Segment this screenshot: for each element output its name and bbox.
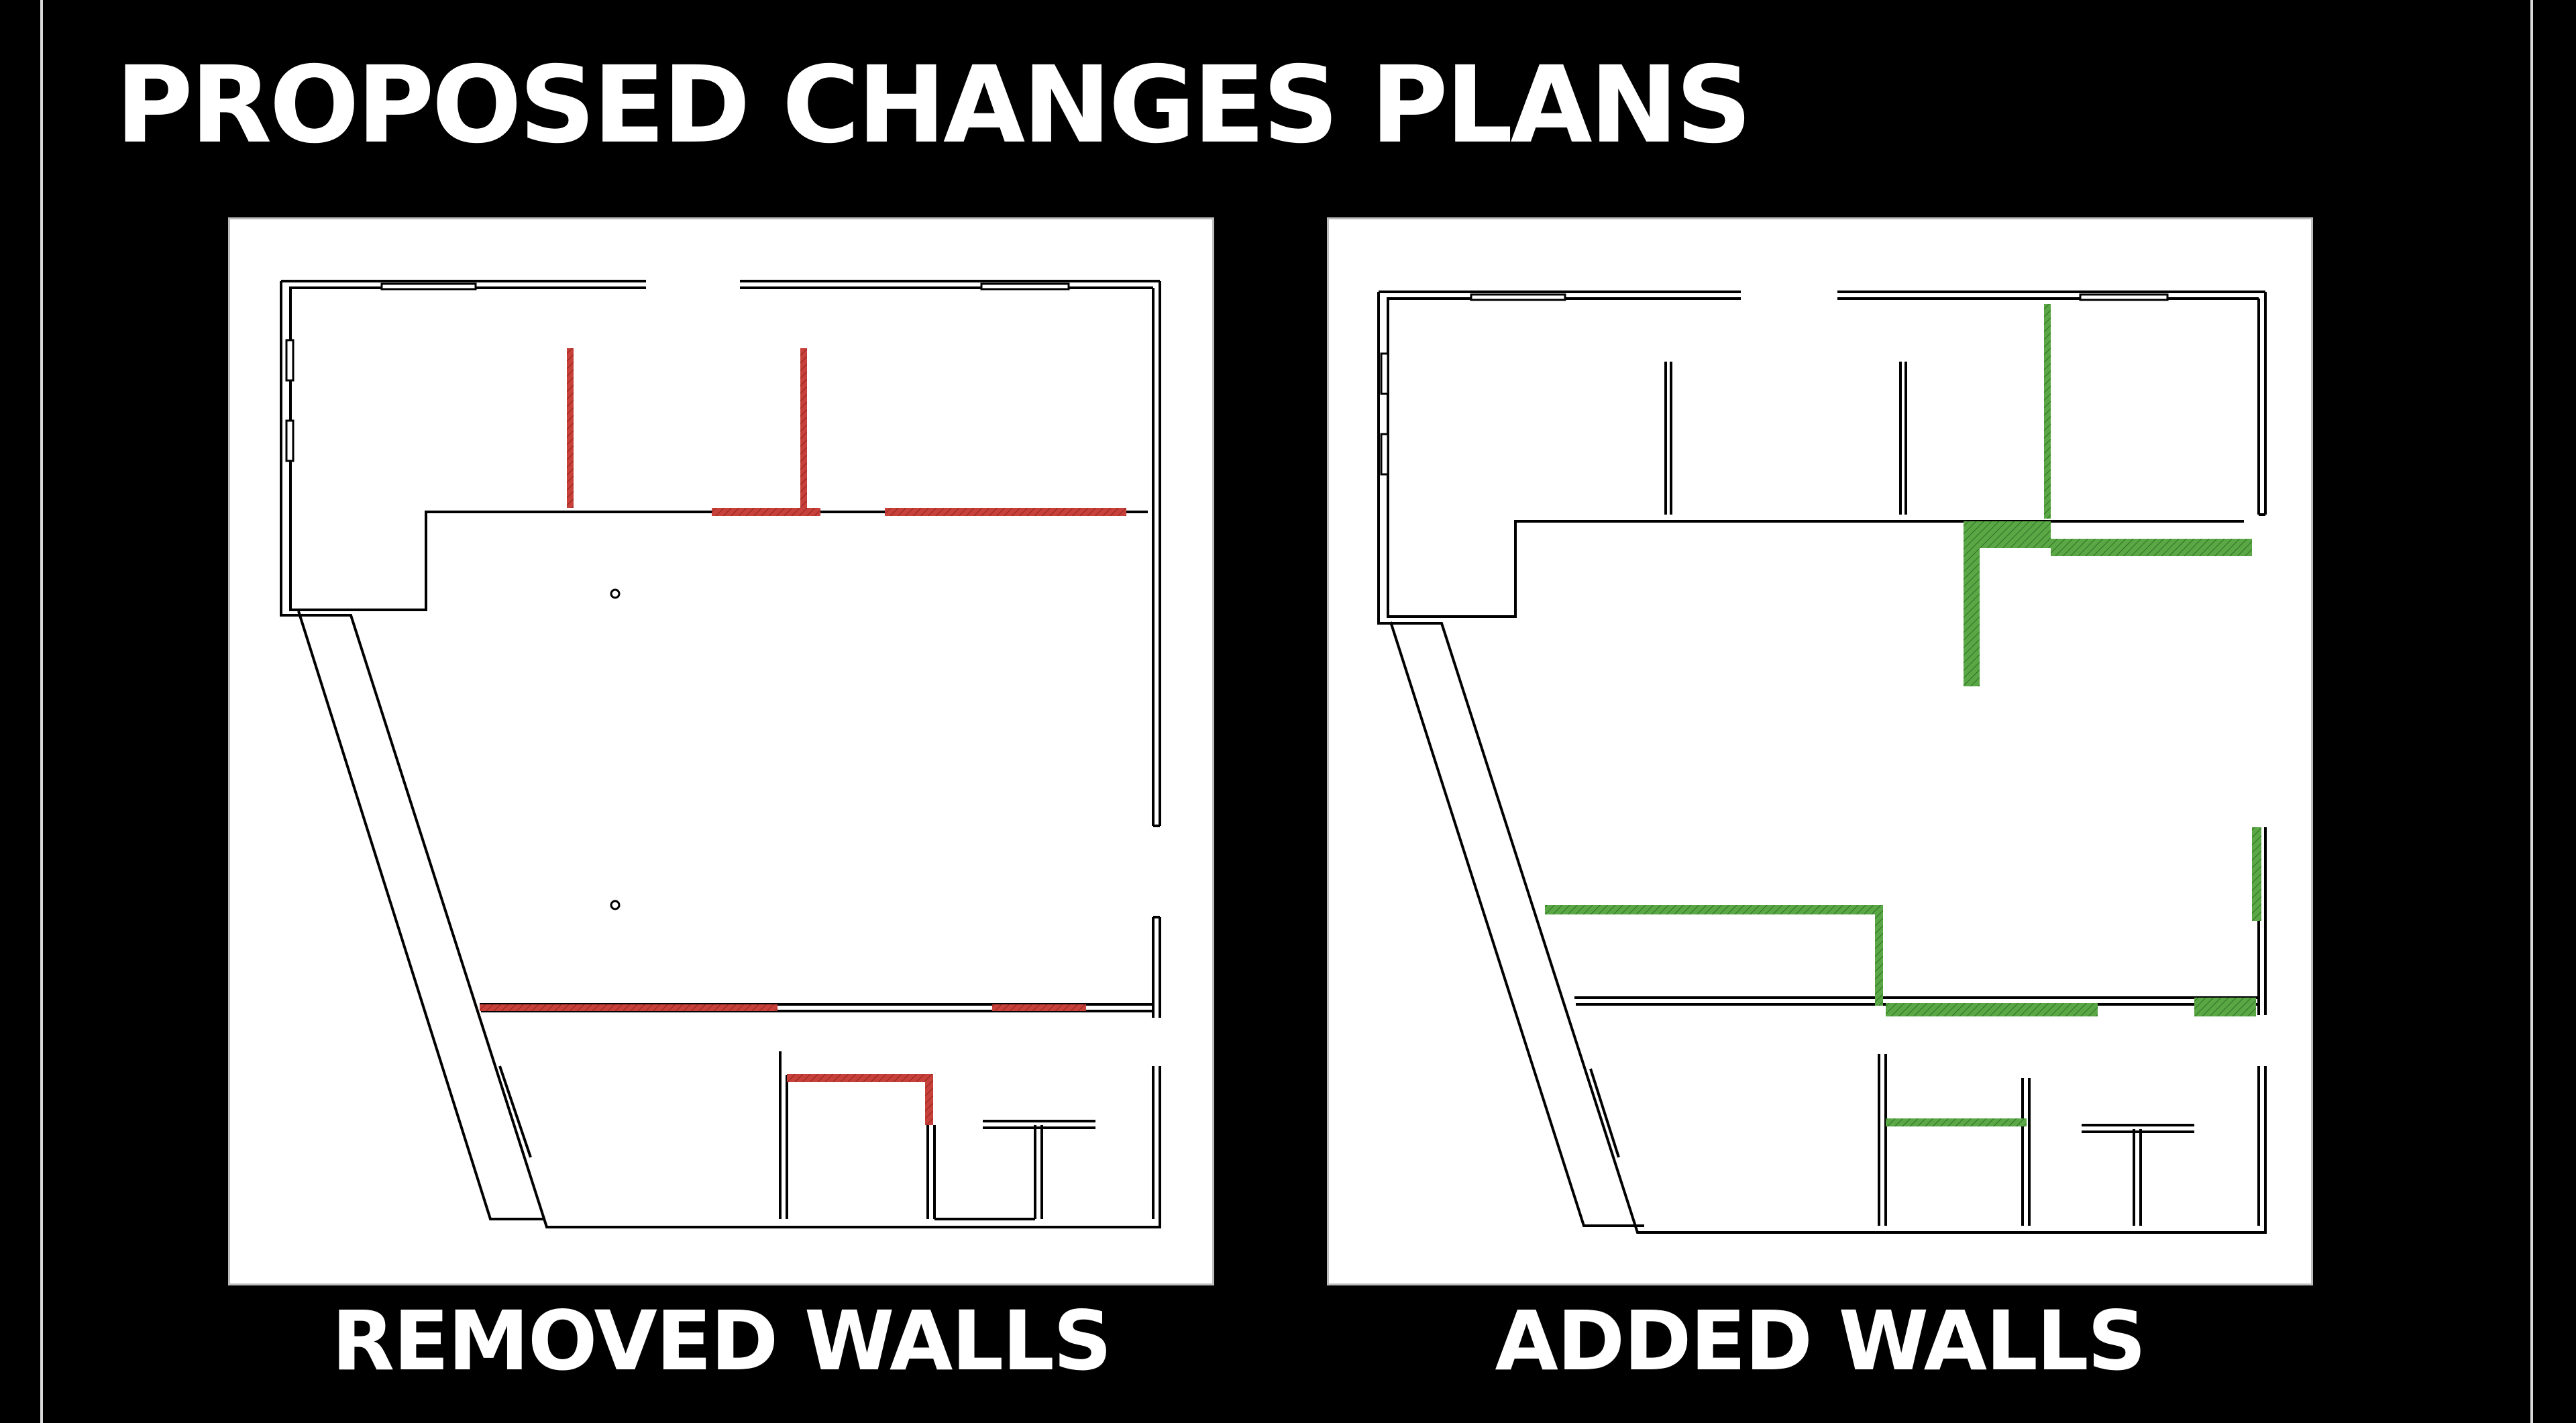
- removed-walls-caption: REMOVED WALLS: [331, 1294, 1112, 1389]
- added-walls-highlight: [1545, 304, 2261, 1126]
- added-walls-caption: ADDED WALLS: [1495, 1294, 2147, 1389]
- removed-walls-highlight: [480, 348, 1126, 1125]
- existing-walls: [1377, 291, 2267, 1234]
- added-walls-plan: [1327, 217, 2313, 1285]
- removed-walls-plan: [228, 217, 1214, 1285]
- removed-walls-floor-plan-drawing: [280, 280, 1161, 1228]
- page-title: PROPOSED CHANGES PLANS: [115, 44, 1752, 167]
- existing-walls: [280, 280, 1161, 1228]
- frame-border-left: [40, 0, 43, 1423]
- frame-border-right: [2530, 0, 2533, 1423]
- added-walls-floor-plan-drawing: [1377, 291, 2267, 1234]
